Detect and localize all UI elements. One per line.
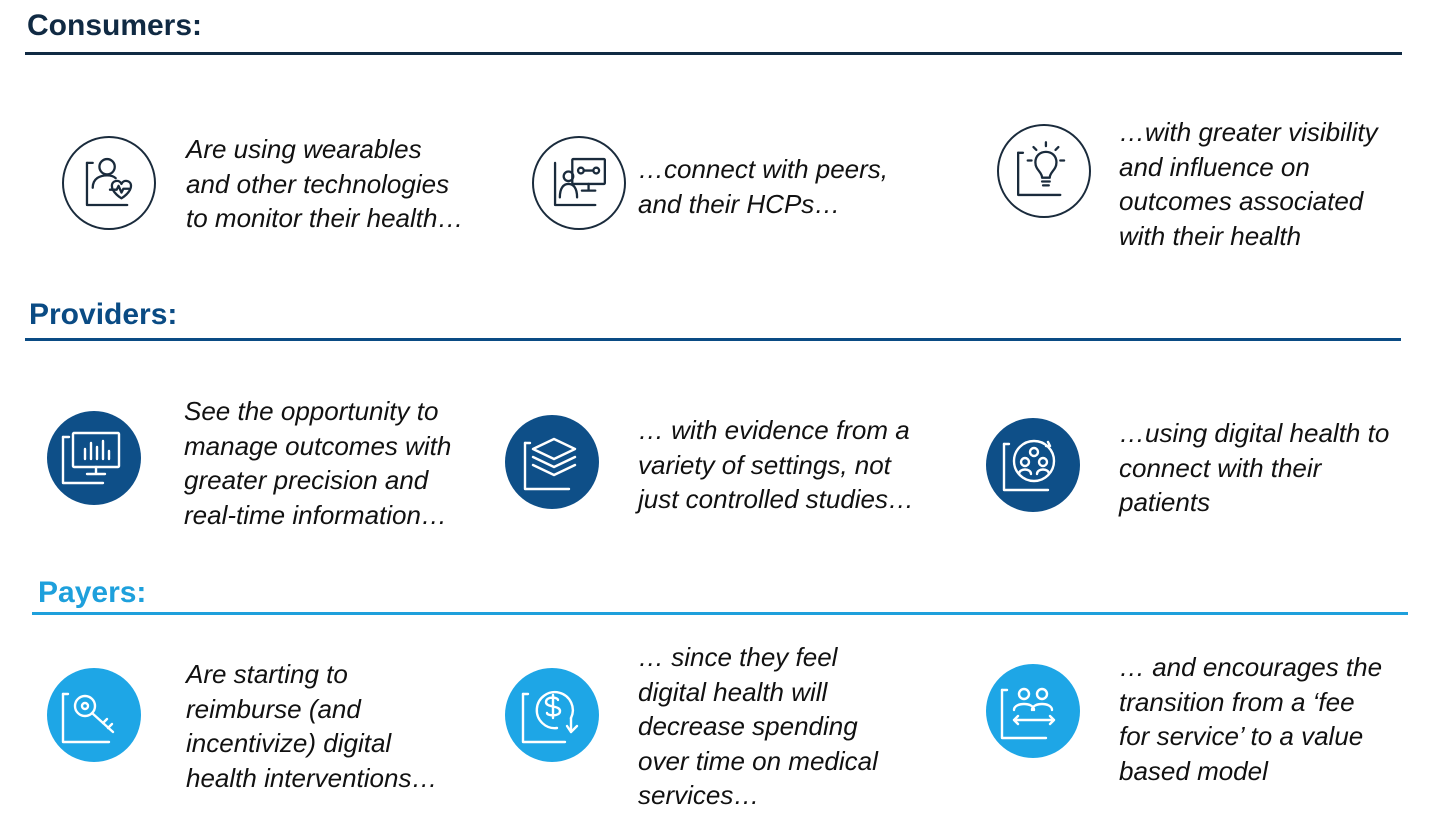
payers-divider	[32, 612, 1408, 615]
consumers-item-3-text: …with greater visibility and influence o…	[1119, 117, 1378, 251]
providers-divider	[25, 338, 1401, 341]
heart-monitor-person-icon	[62, 136, 156, 230]
payers-heading: Payers:	[38, 576, 147, 609]
consumers-item-2-text: …connect with peers, and their HCPs…	[638, 154, 889, 219]
providers-item-3-text: …using digital health to connect with th…	[1119, 418, 1390, 517]
providers-heading: Providers:	[29, 298, 178, 331]
payers-item-2-text: … since they feel digital health will de…	[638, 642, 878, 810]
people-transition-icon	[986, 664, 1080, 758]
consumers-divider	[25, 52, 1402, 55]
key-icon	[47, 668, 141, 762]
consumers-heading: Consumers:	[27, 9, 203, 42]
consumers-item-1-text: Are using wearables and other technologi…	[186, 134, 464, 233]
connected-people-icon	[986, 418, 1080, 512]
payers-item-3-text: … and encourages the transition from a ‘…	[1119, 652, 1383, 786]
payers-item-1-text: Are starting to reimburse (and incentivi…	[186, 659, 438, 793]
layers-icon	[505, 415, 599, 509]
monitor-chart-icon	[47, 411, 141, 505]
dollar-decrease-icon	[505, 668, 599, 762]
lightbulb-icon	[997, 124, 1091, 218]
providers-item-1-text: See the opportunity to manage outcomes w…	[184, 396, 452, 530]
providers-item-2-text: … with evidence from a variety of settin…	[638, 415, 915, 514]
person-at-computer-icon	[532, 136, 626, 230]
